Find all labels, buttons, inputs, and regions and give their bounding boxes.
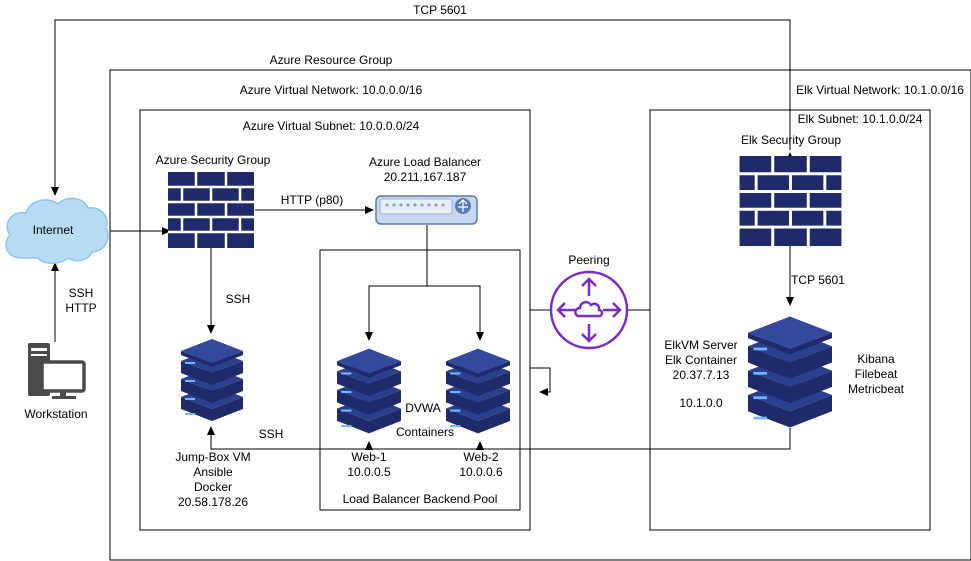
elk-server-label: ElkVM Server <box>664 338 737 352</box>
elk-public-ip-label: 20.37.7.13 <box>673 368 730 382</box>
vnet-label: Azure Virtual Network: 10.0.0.0/16 <box>240 83 423 97</box>
lb-name-label: Azure Load Balancer <box>369 155 481 169</box>
elk-firewall-icon <box>739 156 842 246</box>
security-group-label: Azure Security Group <box>156 153 271 167</box>
lb-to-web1-connector <box>365 285 427 341</box>
web2-ip-label: 10.0.0.6 <box>459 465 503 479</box>
kibana-label: Kibana <box>857 352 895 366</box>
elk-private-ip-label: 10.1.0.0 <box>679 396 723 410</box>
elk-subnet-label: Elk Subnet: 10.1.0.0/24 <box>798 112 923 126</box>
http-p80-label: HTTP (p80) <box>281 193 343 207</box>
peering-label: Peering <box>568 253 609 267</box>
tcp-elk-label: TCP 5601 <box>791 273 845 287</box>
web1-name-label: Web-1 <box>351 450 386 464</box>
web2-server-icon <box>446 348 510 434</box>
jumpbox-ansible-label: Ansible <box>193 465 233 479</box>
ssh-bottom-connector <box>207 426 791 450</box>
web2-name-label: Web-2 <box>463 450 498 464</box>
jumpbox-ip-label: 20.58.178.26 <box>178 495 248 509</box>
workstation-http-label: HTTP <box>65 301 96 315</box>
dvwa-label: DVWA <box>405 401 441 415</box>
subnet-label: Azure Virtual Subnet: 10.0.0.0/24 <box>243 119 420 133</box>
jumpbox-docker-label: Docker <box>194 480 232 494</box>
backend-pool-label: Load Balancer Backend Pool <box>343 492 498 506</box>
containers-label: Containers <box>396 425 454 439</box>
workstation-label: Workstation <box>24 407 87 421</box>
workstation-icon <box>28 343 86 399</box>
elk-server-icon <box>748 316 832 428</box>
loop-connector <box>530 367 551 396</box>
jumpbox-server-icon <box>181 339 243 421</box>
tcp-top-label: TCP 5601 <box>413 3 467 17</box>
lb-ip-label: 20.211.167.187 <box>384 170 467 184</box>
subnet-box <box>139 109 531 531</box>
web1-ip-label: 10.0.0.5 <box>347 465 391 479</box>
backend-pool-box <box>319 249 521 511</box>
load-balancer-icon <box>375 195 478 225</box>
elk-vnet-label: Elk Virtual Network: 10.1.0.0/16 <box>796 83 964 97</box>
lb-to-web2-connector <box>427 285 484 341</box>
ssh-label-2: SSH <box>259 427 284 441</box>
internet-label: Internet <box>33 223 74 237</box>
ssh-label-1: SSH <box>226 292 251 306</box>
firewall-icon <box>168 172 254 248</box>
resource-group-label: Azure Resource Group <box>270 53 393 67</box>
workstation-ssh-label: SSH <box>69 286 94 300</box>
web1-server-icon <box>337 348 401 434</box>
elk-security-group-label: Elk Security Group <box>741 133 841 147</box>
metricbeat-label: Metricbeat <box>848 382 905 396</box>
peering-router-icon <box>549 270 629 350</box>
cloud-icon <box>5 197 109 264</box>
elk-container-label: Elk Container <box>665 353 737 367</box>
filebeat-label: Filebeat <box>855 367 898 381</box>
resource-group-box <box>109 69 971 561</box>
tcp-top-connector <box>51 19 791 196</box>
jumpbox-name-label: Jump-Box VM <box>175 450 250 464</box>
